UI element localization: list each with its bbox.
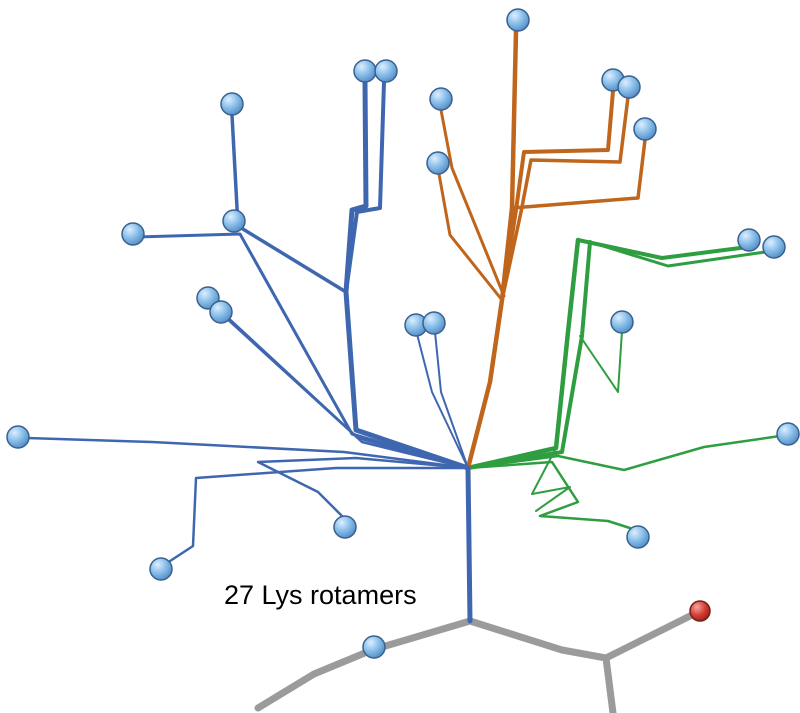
bond-orange [500,89,615,302]
bond-backbone_gray [254,610,698,712]
nitrogen-atom [610,310,634,334]
nitrogen-atom [617,75,641,99]
bond-green [466,460,638,532]
bond-green [466,434,782,472]
bond-blue [343,79,369,295]
bond-green [465,237,581,471]
bond-blue [434,331,469,469]
nitrogen-atom [149,557,173,581]
bond-green [466,240,592,470]
bond-blue [343,289,471,471]
bond-orange [437,172,504,302]
bond-blue [344,80,386,294]
rotamer-count-label: 27 Lys rotamers [224,580,417,610]
nitrogen-atom [362,635,386,659]
bond-blue [222,314,470,470]
nitrogen-atom [220,92,244,116]
nitrogen-atom [426,151,450,175]
nitrogen-atom [222,209,246,233]
bond-green [531,447,571,512]
nitrogen-atom [776,422,800,446]
nitrogen-atom [633,117,657,141]
bond-blue [416,333,469,469]
bond-blue [162,466,470,567]
nitrogen-atom [422,311,446,335]
nitrogen-atom [6,425,30,449]
bond-blue [25,436,470,470]
bond-green [588,240,774,268]
bond-orange [510,138,647,210]
oxygen-atom [689,600,711,622]
bond-orange [439,108,506,298]
nitrogen-atom [429,87,453,111]
bond-blue [465,465,473,624]
nitrogen-atom [626,525,650,549]
nitrogen-atom [353,59,377,83]
bond-blue [230,113,348,294]
bond-blue [135,232,470,470]
nitrogen-atom [762,235,786,259]
nitrogen-atom [209,300,233,324]
nitrogen-atom [506,8,530,32]
nitrogen-atom [737,228,761,252]
bond-green [579,330,623,393]
bonds-layer [25,28,782,713]
atoms-layer [6,8,800,659]
bond-blue [256,456,470,521]
bond-backbone_gray [602,654,617,713]
nitrogen-atom [374,59,398,83]
bond-green [576,238,750,260]
bond-orange [500,95,630,302]
nitrogen-atom [333,515,357,539]
nitrogen-atom [121,222,145,246]
